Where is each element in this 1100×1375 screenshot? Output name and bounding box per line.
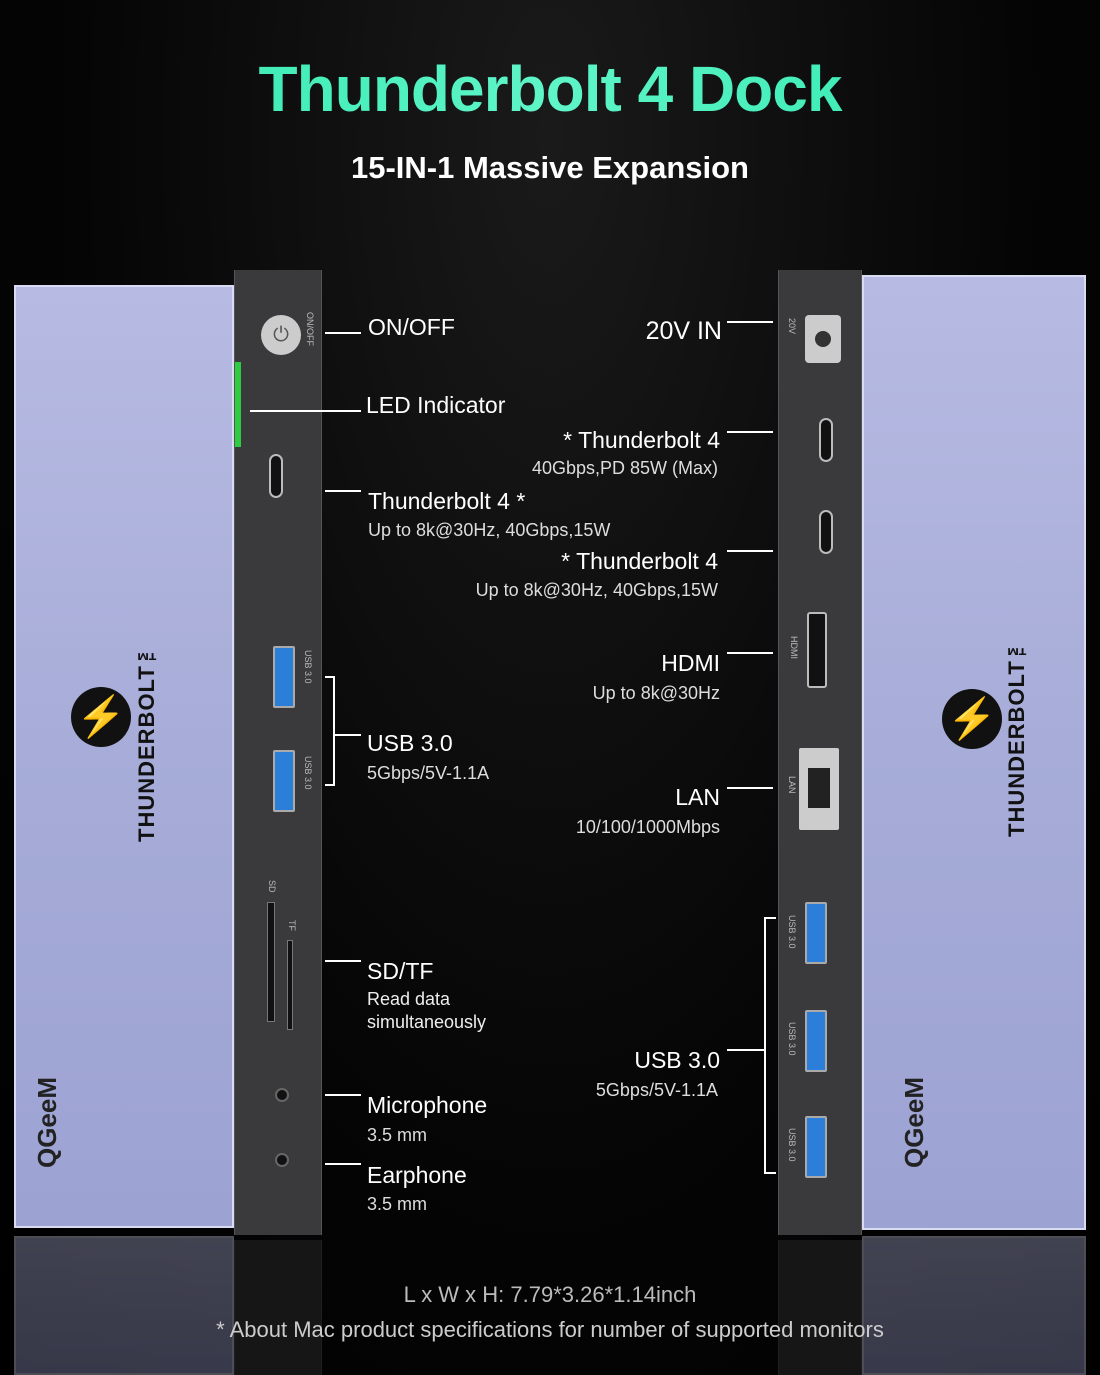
connector-line — [727, 652, 773, 654]
label-earphone: Earphone — [367, 1162, 467, 1188]
connector-line — [250, 410, 361, 412]
connector-line — [727, 550, 773, 552]
hdmi-mark: HDMI — [789, 636, 799, 659]
label-tb4-left-detail: Up to 8k@30Hz, 40Gbps,15W — [368, 520, 611, 540]
sd-mark: SD — [267, 880, 277, 893]
tf-slot-icon — [287, 940, 293, 1030]
usb-mark: USB 3.0 — [303, 650, 313, 684]
bracket — [325, 676, 335, 786]
label-lan: LAN — [675, 784, 720, 810]
onoff-mark: ON/OFF — [305, 312, 315, 346]
usb-port-icon — [805, 1010, 827, 1072]
footnote-text: * About Mac product specifications for n… — [216, 1317, 884, 1342]
connector-line — [325, 1094, 361, 1096]
usb-port-icon — [805, 902, 827, 964]
label-lan-detail: 10/100/1000Mbps — [575, 817, 720, 837]
connector-line — [727, 1049, 764, 1051]
subtitle: 15-IN-1 Massive Expansion — [351, 150, 749, 185]
hdmi-port-icon — [807, 612, 827, 688]
label-usb-right: USB 3.0 — [634, 1047, 720, 1073]
tf-mark: TF — [287, 920, 297, 931]
label-sdtf-detail: Read data — [367, 989, 451, 1009]
label-tb4-right-1-detail: 40Gbps,PD 85W (Max) — [531, 458, 718, 478]
connector-line — [325, 490, 361, 492]
usb-port-icon — [273, 750, 295, 812]
lan-mark: LAN — [787, 776, 797, 794]
sd-slot-icon — [267, 902, 275, 1022]
label-sdtf: SD/TF — [367, 958, 434, 984]
thunderbolt-port-icon — [819, 510, 833, 554]
dc-in-port-icon — [805, 315, 841, 363]
connector-line — [727, 431, 773, 433]
label-tb4-right-2-detail: Up to 8k@30Hz, 40Gbps,15W — [475, 580, 718, 600]
power-button-icon[interactable]: ⏻ — [261, 315, 301, 355]
left-panel-reflection — [234, 1240, 322, 1375]
left-dock-body: ⚡ THUNDERBOLT™ QGeeM — [14, 285, 234, 1228]
label-earphone-detail: 3.5 mm — [367, 1194, 428, 1214]
label-tb4-right-1: * Thunderbolt 4 — [563, 427, 720, 453]
usb-mark: USB 3.0 — [787, 1128, 797, 1162]
label-usb-left: USB 3.0 — [367, 730, 453, 756]
right-panel-reflection — [778, 1240, 862, 1375]
connector-line — [727, 787, 773, 789]
usb-port-icon — [805, 1116, 827, 1178]
label-usb-left-detail: 5Gbps/5V-1.1A — [367, 763, 490, 783]
label-microphone: Microphone — [367, 1092, 488, 1118]
label-tb4-right-2: * Thunderbolt 4 — [561, 548, 718, 574]
right-dock-panel: 20V HDMI LAN USB 3.0 USB 3.0 USB 3.0 — [778, 270, 862, 1235]
label-usb-right-detail: 5Gbps/5V-1.1A — [595, 1080, 718, 1100]
connector-line — [335, 734, 361, 736]
label-tb4-left: Thunderbolt 4 * — [368, 488, 526, 514]
dimensions-text: L x W x H: 7.79*3.26*1.14inch — [403, 1282, 697, 1307]
label-microphone-detail: 3.5 mm — [367, 1125, 428, 1145]
connector-line — [325, 1163, 361, 1165]
lan-port-icon — [799, 748, 839, 830]
page-title: Thunderbolt 4 Dock — [0, 52, 1100, 126]
usb-mark: USB 3.0 — [303, 756, 313, 790]
label-hdmi: HDMI — [661, 650, 720, 676]
thunderbolt-port-icon — [269, 454, 283, 498]
thunderbolt-logo-icon: ⚡ — [942, 689, 1002, 749]
microphone-jack-icon — [275, 1088, 289, 1102]
connector-line — [325, 332, 361, 334]
usb-mark: USB 3.0 — [787, 1022, 797, 1056]
left-dock-panel: ⏻ ON/OFF USB 3.0 USB 3.0 SD TF — [234, 270, 322, 1235]
bracket — [764, 917, 776, 1174]
brand-logo: QGeeM — [32, 1077, 62, 1169]
thunderbolt-port-icon — [819, 418, 833, 462]
label-sdtf-detail2: simultaneously — [367, 1012, 487, 1032]
usb-port-icon — [273, 646, 295, 708]
earphone-jack-icon — [275, 1153, 289, 1167]
brand-logo: QGeeM — [899, 1077, 929, 1169]
usb-mark: USB 3.0 — [787, 915, 797, 949]
label-hdmi-detail: Up to 8k@30Hz — [592, 683, 720, 703]
connector-line — [325, 960, 361, 962]
label-onoff: ON/OFF — [368, 314, 455, 340]
label-20v-in: 20V IN — [645, 317, 722, 345]
thunderbolt-logo-text: THUNDERBOLT™ — [1004, 634, 1029, 837]
thunderbolt-logo-text: THUNDERBOLT™ — [134, 639, 159, 842]
dc-mark: 20V — [787, 318, 797, 335]
thunderbolt-logo-icon: ⚡ — [71, 687, 131, 747]
led-indicator — [235, 362, 241, 447]
connector-line — [727, 321, 773, 323]
right-dock-reflection — [862, 1236, 1086, 1375]
left-dock-reflection — [14, 1236, 234, 1375]
label-led: LED Indicator — [366, 392, 506, 418]
right-dock-body: ⚡ THUNDERBOLT™ QGeeM — [862, 275, 1086, 1230]
